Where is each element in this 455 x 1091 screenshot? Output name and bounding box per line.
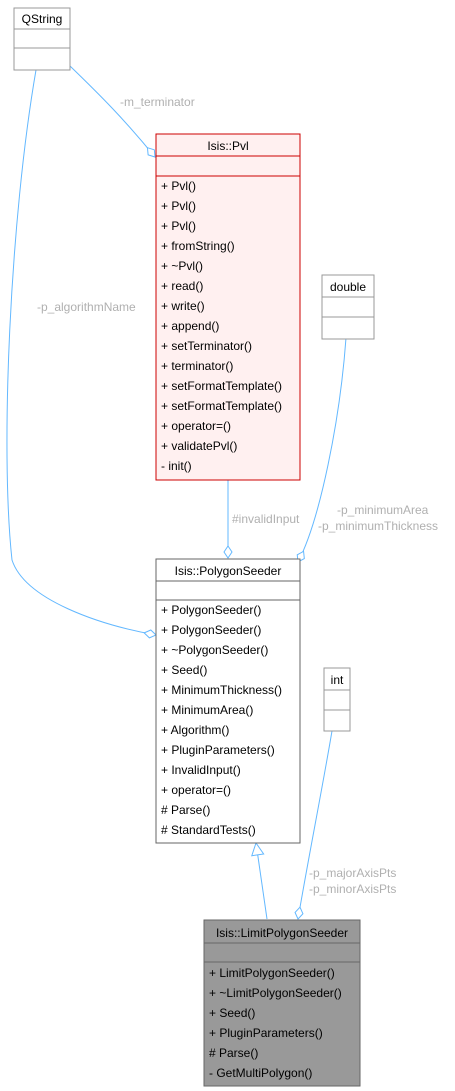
label-p-minimum-area: -p_minimumArea [337, 503, 429, 517]
class-name: QString [22, 12, 63, 26]
member: + setFormatTemplate() [161, 379, 282, 393]
member: # Parse() [161, 803, 210, 817]
class-double: double [321, 274, 375, 340]
edge-labels: -m_terminator -p_algorithmName #invalidI… [37, 95, 438, 896]
class-qstring: QString [13, 7, 71, 71]
member: + PluginParameters() [161, 743, 275, 757]
member: + operator=() [161, 783, 231, 797]
class-polygon-seeder: Isis::PolygonSeeder + PolygonSeeder() + … [155, 558, 301, 844]
member: + Pvl() [161, 219, 196, 233]
label-p-major-axis-pts: -p_majorAxisPts [309, 866, 396, 880]
edge-p-axis-pts [294, 730, 333, 920]
label-p-minimum-thickness: -p_minimumThickness [318, 519, 438, 533]
label-p-minor-axis-pts: -p_minorAxisPts [309, 882, 396, 896]
class-name: Isis::Pvl [207, 139, 248, 153]
member: + setFormatTemplate() [161, 399, 282, 413]
label-m-terminator: -m_terminator [120, 95, 195, 109]
member: + InvalidInput() [161, 763, 241, 777]
class-int: int [323, 667, 351, 732]
label-invalid-input: #invalidInput [232, 512, 300, 526]
edges [6, 65, 347, 920]
class-pvl: Isis::Pvl + Pvl() + Pvl() + Pvl() + from… [155, 133, 301, 481]
edge-p-minimum [296, 337, 347, 563]
member: + MinimumThickness() [161, 683, 282, 697]
member: + ~LimitPolygonSeeder() [209, 986, 342, 1000]
member: - GetMultiPolygon() [209, 1066, 312, 1080]
edge-inheritance [256, 843, 268, 920]
member: # StandardTests() [161, 823, 256, 837]
class-name: int [331, 673, 344, 687]
member: + Pvl() [161, 179, 196, 193]
member: + PolygonSeeder() [161, 623, 261, 637]
member: + PluginParameters() [209, 1026, 323, 1040]
member: + PolygonSeeder() [161, 603, 261, 617]
class-name: double [330, 280, 366, 294]
member: + ~PolygonSeeder() [161, 643, 268, 657]
member: + MinimumArea() [161, 703, 253, 717]
member: + Seed() [209, 1006, 255, 1020]
member: + validatePvl() [161, 439, 237, 453]
member: + LimitPolygonSeeder() [209, 966, 335, 980]
edge-p-algorithm-name [6, 69, 157, 639]
member: + Seed() [161, 663, 207, 677]
member: + write() [161, 299, 205, 313]
member: + read() [161, 279, 203, 293]
member: + setTerminator() [161, 339, 252, 353]
class-limit-polygon-seeder: Isis::LimitPolygonSeeder + LimitPolygonS… [203, 919, 361, 1087]
member: # Parse() [209, 1046, 258, 1060]
member: + ~Pvl() [161, 259, 203, 273]
member: - init() [161, 459, 192, 473]
label-p-algorithm-name: -p_algorithmName [37, 300, 136, 314]
member: + fromString() [161, 239, 235, 253]
edge-m-terminator [69, 65, 156, 158]
class-name: Isis::LimitPolygonSeeder [216, 926, 348, 940]
member: + terminator() [161, 359, 233, 373]
member: + Algorithm() [161, 723, 229, 737]
class-name: Isis::PolygonSeeder [175, 564, 282, 578]
member: + append() [161, 319, 219, 333]
member: + Pvl() [161, 199, 196, 213]
member: + operator=() [161, 419, 231, 433]
